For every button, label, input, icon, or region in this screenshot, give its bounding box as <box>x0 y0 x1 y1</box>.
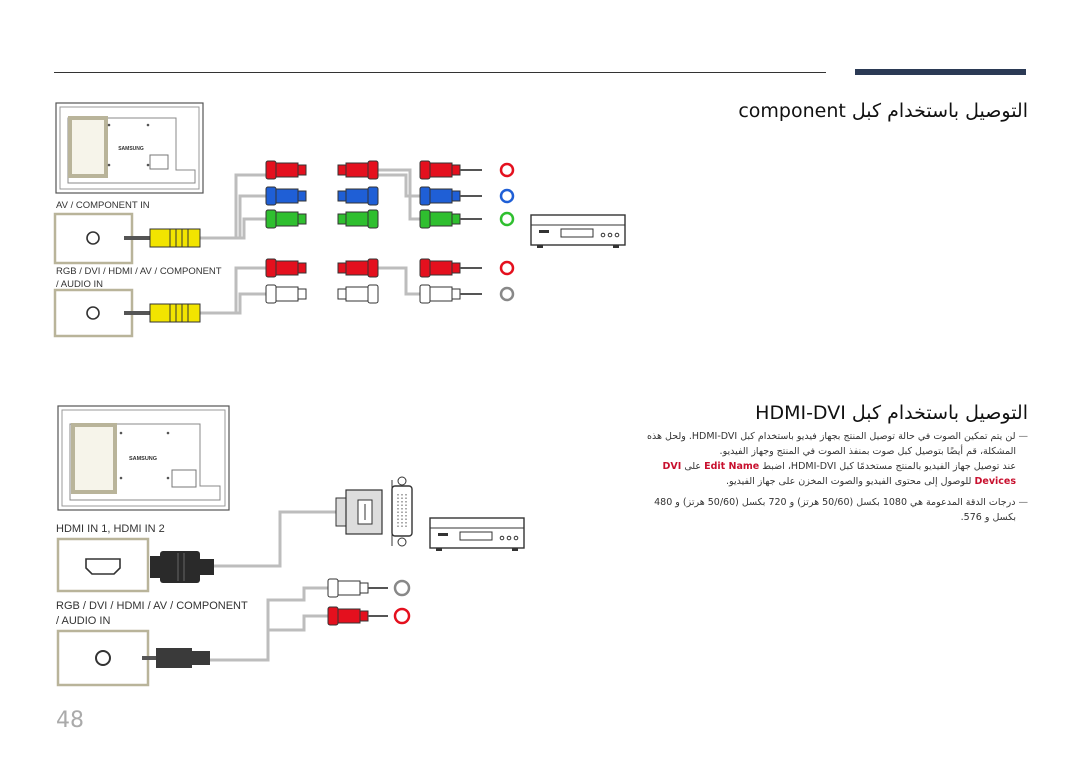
dvd-player-1 <box>530 214 626 249</box>
hdmi-dvi-cable <box>210 510 336 662</box>
dvd-player-2 <box>429 517 525 552</box>
note1-text4: للوصول إلى محتوى الفيديو والصوت المخزن ع… <box>726 476 972 487</box>
note1-line3: عند توصيل جهاز الفيديو بالمنتج مستخدمًا … <box>663 459 1016 475</box>
header-accent-bar <box>855 69 1026 75</box>
note2-line2: بكسل و 576. <box>960 512 1016 523</box>
tv-back-panel-2 <box>57 405 230 511</box>
dvi-plug <box>335 480 393 546</box>
note1-text3a: عند توصيل جهاز الفيديو بالمنتج مستخدمًا … <box>762 461 1016 472</box>
av-component-port <box>53 212 134 265</box>
note1-line2: المشكلة، قم أيضًا بتوصيل كبل صوت بمنفذ ا… <box>719 446 1016 457</box>
devices-term: Devices <box>974 476 1016 487</box>
rca-jacks-1 <box>499 162 515 302</box>
page-number: 48 <box>56 708 84 733</box>
note1-line4: Devices للوصول إلى محتوى الفيديو والصوت … <box>726 474 1016 490</box>
audio-mini-jack-plug <box>142 648 210 668</box>
dvi-jack <box>391 476 413 547</box>
note-dash: — <box>1018 431 1029 442</box>
edit-name-term: Edit Name <box>704 461 760 472</box>
rca-jacks-2 <box>393 579 411 625</box>
rca-plugs-middle <box>337 160 379 304</box>
label-hdmi-in: HDMI IN 1, HDMI IN 2 <box>56 523 165 535</box>
note2-text1: درجات الدقة المدعومة هي 1080 بكسل (50/60… <box>654 497 1016 508</box>
tv-back-panel-1 <box>55 102 204 194</box>
hdmi-port <box>56 537 150 593</box>
label-audio-in2-line2: / AUDIO IN <box>56 615 111 627</box>
label-av-component-in: AV / COMPONENT IN <box>56 200 150 211</box>
note1-text3b: على <box>684 461 702 472</box>
audio-rca-tips-2 <box>368 587 388 617</box>
tv-brand-2: SAMSUNG <box>129 456 157 462</box>
note1-line1: — لن يتم تمكين الصوت في حالة توصيل المنت… <box>647 429 1028 445</box>
label-audio-in-line1: RGB / DVI / HDMI / AV / COMPONENT <box>56 266 222 277</box>
rca-plug-tips <box>460 169 482 295</box>
note1-text1: لن يتم تمكين الصوت في حالة توصيل المنتج … <box>647 431 1016 442</box>
section-title-component: التوصيل باستخدام كبل component <box>738 100 1028 122</box>
hdmi-plug <box>150 551 214 583</box>
yellow-plug-2 <box>124 303 201 323</box>
audio-rca-plugs-2 <box>327 578 369 626</box>
audio-in-port-2 <box>56 629 150 687</box>
tv-brand-1: SAMSUNG <box>118 146 144 152</box>
audio-in-port-1 <box>53 288 134 338</box>
dvi-term: DVI <box>662 461 682 472</box>
component-cables <box>200 168 420 315</box>
note2-line1: — درجات الدقة المدعومة هي 1080 بكسل (50/… <box>654 495 1028 511</box>
label-audio-in2-line1: RGB / DVI / HDMI / AV / COMPONENT <box>56 600 248 612</box>
note-dash-2: — <box>1018 497 1029 508</box>
label-audio-in-line2: / AUDIO IN <box>56 279 103 290</box>
rca-plugs-right <box>419 160 461 304</box>
header-rule <box>54 72 826 73</box>
yellow-plug-1 <box>124 228 201 248</box>
rca-plugs-left <box>265 160 307 304</box>
section-title-hdmi-dvi: التوصيل باستخدام كبل HDMI-DVI <box>755 402 1028 424</box>
